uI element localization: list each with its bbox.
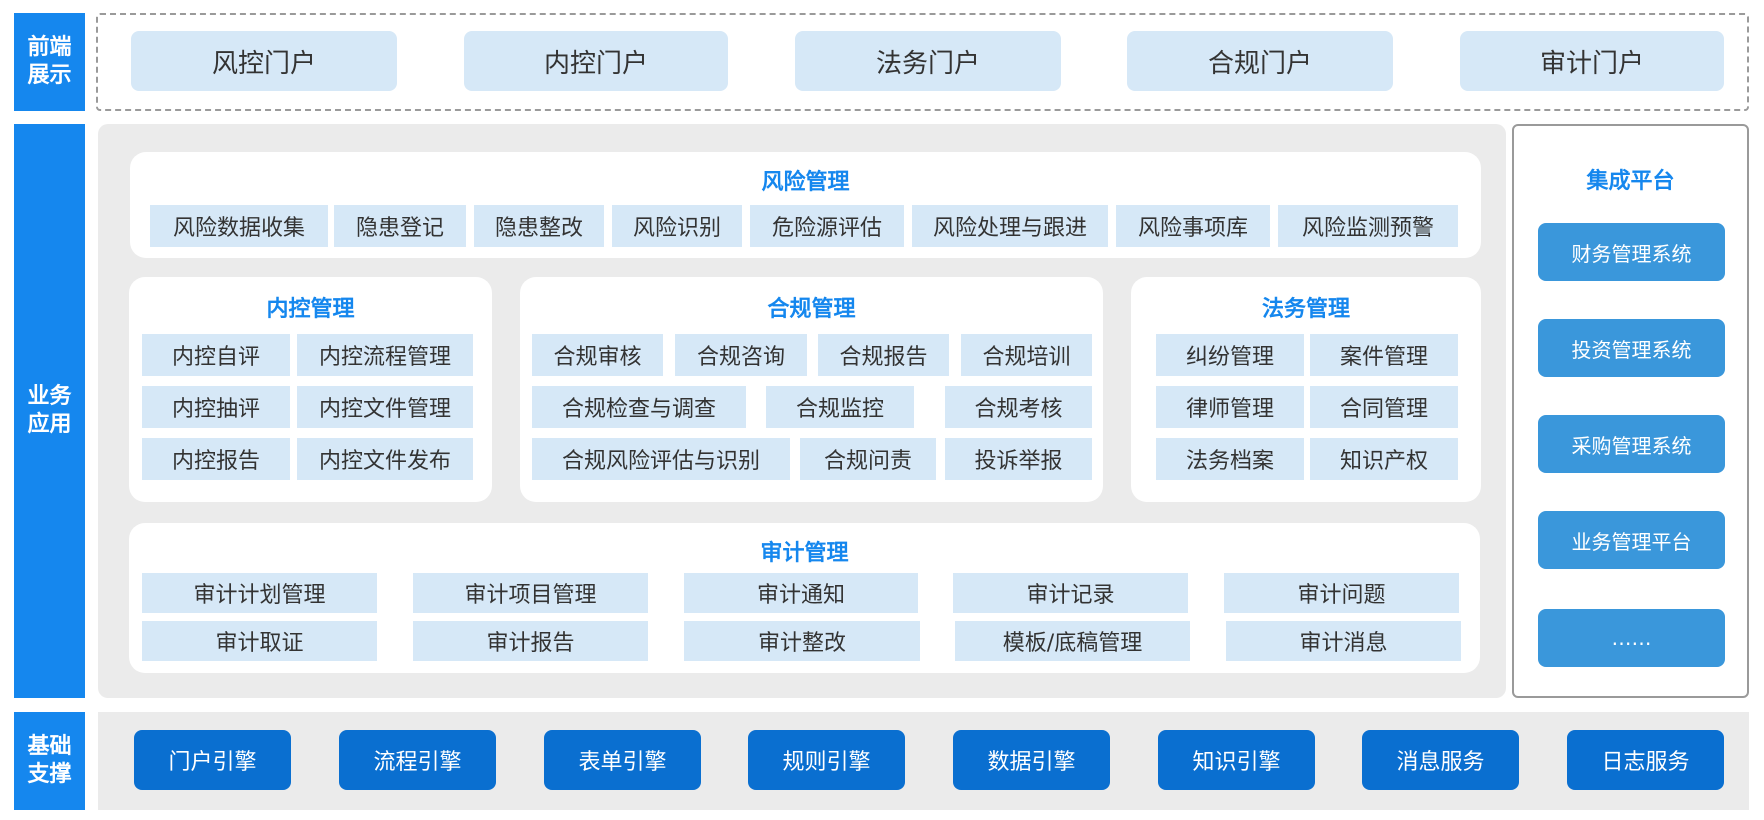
risk-management-title: 风险管理 xyxy=(761,170,850,195)
data-engine[interactable]: 数据引擎 xyxy=(953,730,1110,790)
knowledge-engine[interactable]: 知识引擎 xyxy=(1158,730,1315,790)
legal-item[interactable]: 案件管理 xyxy=(1310,334,1458,376)
compliance-title: 合规管理 xyxy=(767,297,856,322)
audit-item[interactable]: 审计整改 xyxy=(684,621,920,661)
legal-title: 法务管理 xyxy=(1261,297,1350,322)
internal-control-item[interactable]: 内控流程管理 xyxy=(297,334,473,376)
rule-engine[interactable]: 规则引擎 xyxy=(748,730,905,790)
risk-item[interactable]: 风险事项库 xyxy=(1116,205,1270,247)
compliance-panel: 合规管理 合规审核 合规咨询 合规报告 合规培训 合规检查与调查 合规监控 合规… xyxy=(520,277,1103,502)
risk-management-panel: 风险管理 风险数据收集 隐患登记 隐患整改 风险识别 危险源评估 风险处理与跟进… xyxy=(130,152,1481,258)
portal-legal[interactable]: 法务门户 xyxy=(795,31,1061,91)
compliance-item[interactable]: 合规风险评估与识别 xyxy=(532,438,790,480)
legal-item[interactable]: 合同管理 xyxy=(1310,386,1458,428)
audit-item[interactable]: 审计记录 xyxy=(953,573,1188,613)
risk-item[interactable]: 隐患整改 xyxy=(474,205,604,247)
internal-control-title: 内控管理 xyxy=(266,297,355,322)
procurement-system-button[interactable]: 采购管理系统 xyxy=(1538,415,1725,473)
frontend-portal-group xyxy=(96,13,1749,111)
internal-control-item[interactable]: 内控文件发布 xyxy=(297,438,473,480)
legal-panel: 法务管理 纠纷管理 案件管理 律师管理 合同管理 法务档案 知识产权 xyxy=(1131,277,1481,502)
audit-item[interactable]: 审计取证 xyxy=(142,621,377,661)
audit-item[interactable]: 审计项目管理 xyxy=(413,573,648,613)
portal-risk[interactable]: 风控门户 xyxy=(131,31,397,91)
investment-system-button[interactable]: 投资管理系统 xyxy=(1538,319,1725,377)
compliance-item[interactable]: 投诉举报 xyxy=(945,438,1092,480)
compliance-item[interactable]: 合规报告 xyxy=(818,334,949,376)
compliance-item[interactable]: 合规考核 xyxy=(945,386,1092,428)
business-platform-button[interactable]: 业务管理平台 xyxy=(1538,511,1725,569)
audit-item[interactable]: 审计消息 xyxy=(1226,621,1461,661)
risk-item[interactable]: 风险监测预警 xyxy=(1278,205,1458,247)
audit-title: 审计管理 xyxy=(760,541,849,566)
audit-item[interactable]: 审计通知 xyxy=(684,573,918,613)
workflow-engine[interactable]: 流程引擎 xyxy=(339,730,496,790)
risk-item[interactable]: 危险源评估 xyxy=(750,205,904,247)
compliance-item[interactable]: 合规培训 xyxy=(961,334,1092,376)
audit-item[interactable]: 模板/底稿管理 xyxy=(955,621,1190,661)
layer-label-frontend: 前端 展示 xyxy=(14,13,85,111)
legal-item[interactable]: 法务档案 xyxy=(1156,438,1304,480)
message-service[interactable]: 消息服务 xyxy=(1362,730,1519,790)
compliance-item[interactable]: 合规问责 xyxy=(800,438,936,480)
internal-control-item[interactable]: 内控报告 xyxy=(142,438,290,480)
compliance-item[interactable]: 合规审核 xyxy=(532,334,663,376)
legal-item[interactable]: 纠纷管理 xyxy=(1156,334,1304,376)
log-service[interactable]: 日志服务 xyxy=(1567,730,1724,790)
legal-item[interactable]: 律师管理 xyxy=(1156,386,1304,428)
legal-item[interactable]: 知识产权 xyxy=(1310,438,1458,480)
internal-control-item[interactable]: 内控文件管理 xyxy=(297,386,473,428)
compliance-item[interactable]: 合规监控 xyxy=(766,386,914,428)
audit-item[interactable]: 审计计划管理 xyxy=(142,573,377,613)
risk-item[interactable]: 风险处理与跟进 xyxy=(912,205,1108,247)
portal-engine[interactable]: 门户引擎 xyxy=(134,730,291,790)
integration-platform-title: 集成平台 xyxy=(1586,169,1675,194)
layer-label-foundation: 基础 支撑 xyxy=(14,712,85,810)
audit-item[interactable]: 审计报告 xyxy=(413,621,648,661)
audit-item[interactable]: 审计问题 xyxy=(1224,573,1459,613)
risk-item[interactable]: 风险识别 xyxy=(612,205,742,247)
form-engine[interactable]: 表单引擎 xyxy=(544,730,701,790)
risk-item[interactable]: 风险数据收集 xyxy=(150,205,328,247)
portal-compliance[interactable]: 合规门户 xyxy=(1127,31,1393,91)
risk-item[interactable]: 隐患登记 xyxy=(334,205,466,247)
audit-panel: 审计管理 审计计划管理 审计项目管理 审计通知 审计记录 审计问题 审计取证 审… xyxy=(129,523,1480,673)
more-systems-button[interactable]: …… xyxy=(1538,609,1725,667)
portal-audit[interactable]: 审计门户 xyxy=(1460,31,1724,91)
layer-label-business: 业务 应用 xyxy=(14,124,85,698)
integration-platform-panel: 集成平台 财务管理系统 投资管理系统 采购管理系统 业务管理平台 …… xyxy=(1512,124,1749,698)
portal-internal[interactable]: 内控门户 xyxy=(464,31,728,91)
compliance-item[interactable]: 合规咨询 xyxy=(675,334,807,376)
finance-system-button[interactable]: 财务管理系统 xyxy=(1538,223,1725,281)
compliance-item[interactable]: 合规检查与调查 xyxy=(532,386,746,428)
internal-control-item[interactable]: 内控自评 xyxy=(142,334,290,376)
internal-control-item[interactable]: 内控抽评 xyxy=(142,386,290,428)
internal-control-panel: 内控管理 内控自评 内控流程管理 内控抽评 内控文件管理 内控报告 内控文件发布 xyxy=(129,277,492,502)
